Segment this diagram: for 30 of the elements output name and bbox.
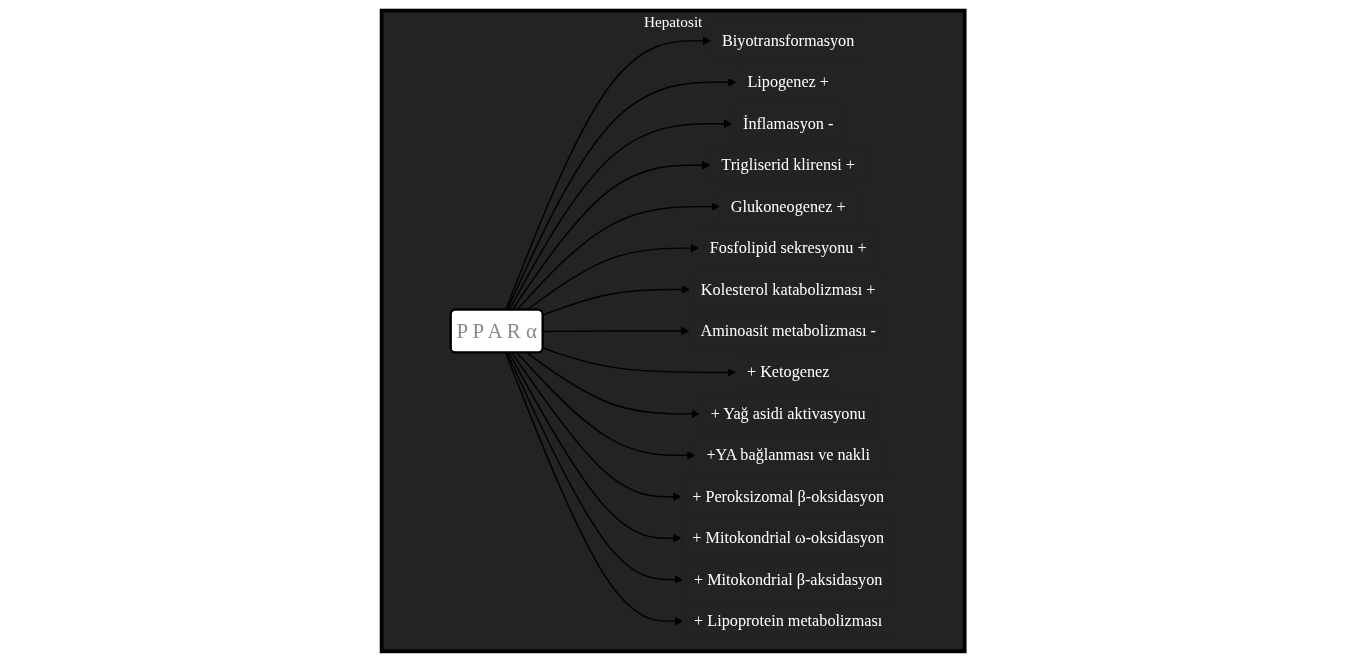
- arrow: [504, 352, 683, 626]
- arrow: [516, 202, 720, 311]
- node-text: +YA bağlanması ve nakli: [706, 446, 870, 465]
- arrow: [526, 352, 700, 419]
- arrow: [511, 352, 682, 501]
- node-text: Kolesterol katabolizması +: [700, 280, 876, 299]
- arrow: [508, 119, 732, 311]
- node-text: Lipogenez +: [747, 73, 829, 92]
- arrow: [506, 352, 683, 584]
- node-text: Glukoneogenez +: [730, 197, 846, 216]
- arrow: [516, 352, 696, 460]
- node-text: + Peroksizomal β-oksidasyon: [692, 487, 884, 506]
- arrow: [506, 78, 737, 311]
- node-text: + Mitokondrial ω-oksidasyon: [692, 528, 884, 548]
- arrow: [542, 347, 736, 377]
- node-text: Aminoasit metabolizması -: [700, 321, 876, 340]
- node-text: + Yağ asidi aktivasyonu: [710, 404, 866, 423]
- node-text: + Ketogenez: [746, 363, 830, 382]
- arrow: [504, 36, 711, 311]
- arrow: [511, 161, 711, 311]
- arrow: [508, 352, 682, 543]
- node-text: İnflamasyon -: [742, 114, 834, 133]
- node-text: + Mitokondrial β-aksidasyon: [693, 570, 883, 589]
- arrow: [542, 285, 690, 316]
- node-text: Fosfolipid sekresyonu +: [709, 238, 867, 257]
- node-text: Biyotransformasyon: [721, 31, 855, 50]
- arrow: [526, 243, 699, 311]
- arrow: [542, 326, 690, 336]
- node-text: + Lipoprotein metabolizması: [693, 611, 883, 630]
- node-text: Trigliserid klirensi +: [721, 155, 855, 175]
